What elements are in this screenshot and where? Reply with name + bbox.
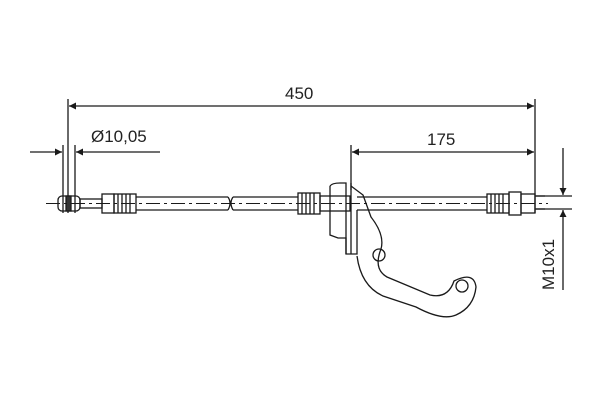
overall-length-label: 450	[285, 84, 314, 103]
bracket-distance-label: 175	[427, 130, 456, 149]
fitting-diameter-label: Ø10,05	[91, 127, 147, 146]
bracket-arm	[350, 185, 477, 318]
thread-size-label: M10x1	[539, 238, 558, 290]
